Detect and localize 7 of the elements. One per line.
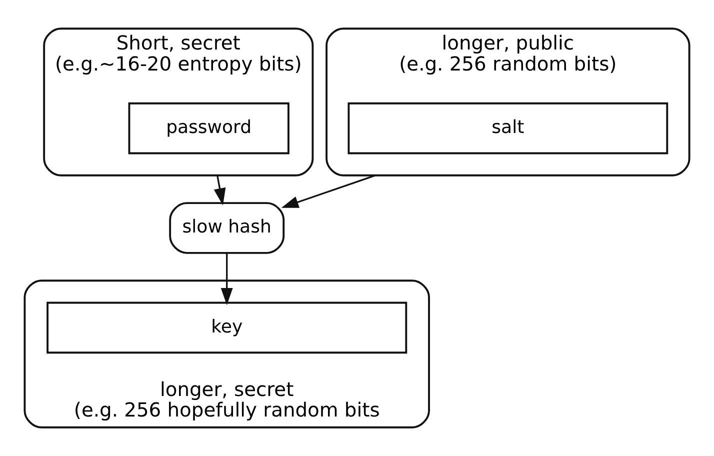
node-box: slow hash — [169, 202, 285, 254]
arrow — [220, 253, 233, 306]
node-box: key — [46, 302, 408, 354]
arrow — [281, 174, 376, 208]
node-box: salt — [348, 102, 668, 154]
arrow — [214, 175, 226, 206]
node-box: password — [128, 102, 290, 154]
